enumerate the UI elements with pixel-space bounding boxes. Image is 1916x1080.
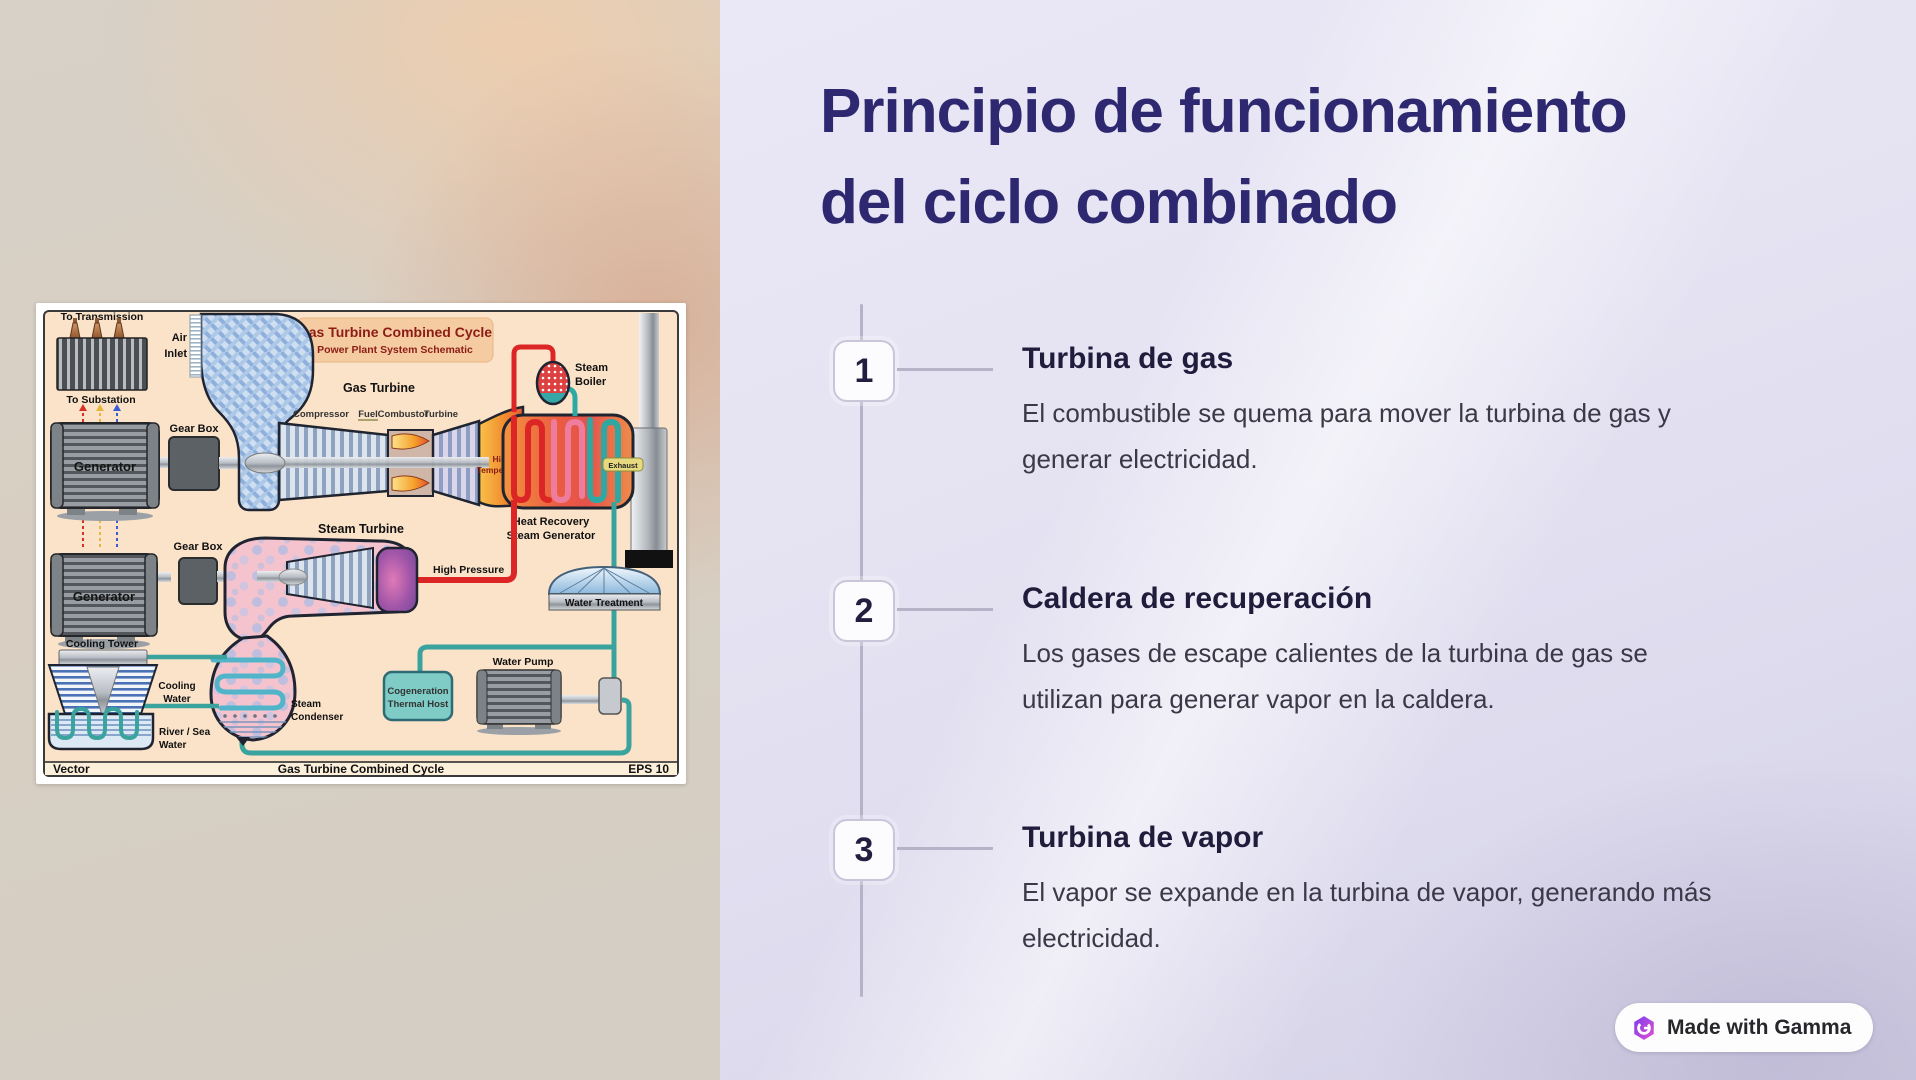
turbine-label: Turbine xyxy=(424,409,458,420)
step-1-number-badge: 1 xyxy=(833,340,895,402)
water-treatment-label: Water Treatment xyxy=(565,598,644,609)
air-duct xyxy=(199,312,315,512)
steam-boiler-label2: Boiler xyxy=(575,376,607,388)
condenser-label: Steam xyxy=(291,699,321,710)
diagram-footer: Vector Gas Turbine Combined Cycle EPS 10 xyxy=(53,762,669,776)
condenser-coil xyxy=(210,657,286,711)
step-3-heading: Turbina de vapor xyxy=(1022,821,1264,854)
cogeneration-label: Cogeneration xyxy=(387,686,448,697)
diagram-card: Gas Turbine Combined Cycle Power Plant S… xyxy=(36,303,686,784)
water-pump-label: Water Pump xyxy=(493,656,554,668)
step-2-body: Los gases de escape calientes de la turb… xyxy=(1022,638,1648,714)
generator-2: Generator xyxy=(50,553,171,649)
step-3-connector xyxy=(897,847,993,850)
generator-1-label: Generator xyxy=(74,459,136,474)
exhaust-label: Exhaust xyxy=(608,461,638,470)
fuel-label: Fuel xyxy=(358,409,378,420)
steam-turbine-endcap xyxy=(375,546,419,614)
gearbox-2-label: Gear Box xyxy=(174,541,224,553)
step-3-body: El vapor se expande en la turbina de vap… xyxy=(1022,877,1712,953)
air-inlet-label2: Inlet xyxy=(164,348,187,360)
diagram-title-box: Gas Turbine Combined Cycle Power Plant S… xyxy=(296,317,494,363)
cogeneration-box: Cogeneration Thermal Host xyxy=(382,670,454,722)
made-with-gamma-label: Made with Gamma xyxy=(1667,1015,1852,1039)
combustor-flame-top xyxy=(391,433,430,450)
combustor-flame-bottom xyxy=(391,475,430,492)
background-right xyxy=(720,0,1916,1080)
generator-2-label: Generator xyxy=(73,589,135,604)
gearbox-1-label: Gear Box xyxy=(170,423,220,435)
teal-pipework xyxy=(239,502,632,756)
diagram-subtitle: Power Plant System Schematic xyxy=(317,344,473,356)
phase-arrows xyxy=(79,404,121,548)
step-1-heading: Turbina de gas xyxy=(1022,342,1234,375)
gas-turbine-label: Gas Turbine xyxy=(343,381,415,395)
water-pump: Water Pump xyxy=(476,656,622,735)
diagram-title: Gas Turbine Combined Cycle xyxy=(298,324,492,340)
high-pressure-pipe: High Pressure xyxy=(417,500,517,583)
steam-turbine-label: Steam Turbine xyxy=(318,522,404,536)
air-inlet-label: Air xyxy=(172,332,188,344)
cooling-tower: Cooling Tower Cooling Water River / Sea … xyxy=(47,638,227,751)
step-2-heading: Caldera de recuperación xyxy=(1022,582,1373,615)
page-title-line2: del ciclo combinado xyxy=(820,168,1398,237)
basin-coil xyxy=(55,706,139,741)
hrsg-red-coil xyxy=(511,415,552,504)
step-1-body: El combustible se quema para mover la tu… xyxy=(1022,398,1671,474)
transformer: To Transmission To Substation xyxy=(56,311,148,406)
cogeneration-label2: Thermal Host xyxy=(388,699,450,710)
power-plant-schematic: Gas Turbine Combined Cycle Power Plant S… xyxy=(43,310,679,777)
river-sea-label2: Water xyxy=(159,740,187,751)
condenser-label2: Condenser xyxy=(291,712,343,723)
step-3-number-badge: 3 xyxy=(833,819,895,881)
compressor-label: Compressor xyxy=(293,409,349,420)
cooling-water-label2: Water xyxy=(163,694,191,705)
boiler-feed-pipe-red xyxy=(511,344,556,412)
hrsg-label: Heat Recovery xyxy=(513,516,590,528)
to-substation-label: To Substation xyxy=(66,394,135,406)
air-inlet-duct: Air Inlet xyxy=(164,312,315,512)
step-2-text: Caldera de recuperación Los gases de esc… xyxy=(1022,581,1732,722)
footer-vector-label: Vector xyxy=(53,762,90,776)
hrsg-label2: Steam Generator xyxy=(507,530,596,542)
gamma-logo-icon xyxy=(1631,1015,1657,1041)
cooling-tower-label: Cooling Tower xyxy=(66,638,138,650)
water-treatment: Water Treatment xyxy=(547,565,662,611)
steps-timeline-line xyxy=(860,304,863,997)
combustor-label: Combustor xyxy=(378,409,429,420)
steam-boiler-label: Steam xyxy=(575,362,608,374)
steam-boiler: Steam Boiler xyxy=(511,344,608,416)
exhaust-label-tag: Exhaust xyxy=(602,457,644,472)
step-1-connector xyxy=(897,368,993,371)
step-1-text: Turbina de gas El combustible se quema p… xyxy=(1022,341,1732,482)
footer-eps-label: EPS 10 xyxy=(628,762,669,776)
generator-1: Generator xyxy=(50,422,171,521)
made-with-gamma-badge[interactable]: Made with Gamma xyxy=(1615,1003,1874,1052)
step-3-text: Turbina de vapor El vapor se expande en … xyxy=(1022,820,1732,961)
page-title: Principio de funcionamiento del ciclo co… xyxy=(820,66,1780,248)
heat-recovery-steam-generator: Exhaust Heat Recovery Steam Generator xyxy=(501,413,644,542)
footer-title-label: Gas Turbine Combined Cycle xyxy=(278,762,445,776)
river-sea-label: River / Sea xyxy=(159,727,211,738)
hrsg-pink-coil xyxy=(551,418,585,504)
high-pressure-label: High Pressure xyxy=(433,564,504,576)
step-2-number-badge: 2 xyxy=(833,580,895,642)
to-transmission-label: To Transmission xyxy=(61,311,144,323)
cooling-water-label: Cooling xyxy=(158,681,195,692)
step-2-connector xyxy=(897,608,993,611)
steam-turbine: Steam Turbine xyxy=(223,522,419,642)
page-title-line1: Principio de funcionamiento xyxy=(820,77,1628,146)
